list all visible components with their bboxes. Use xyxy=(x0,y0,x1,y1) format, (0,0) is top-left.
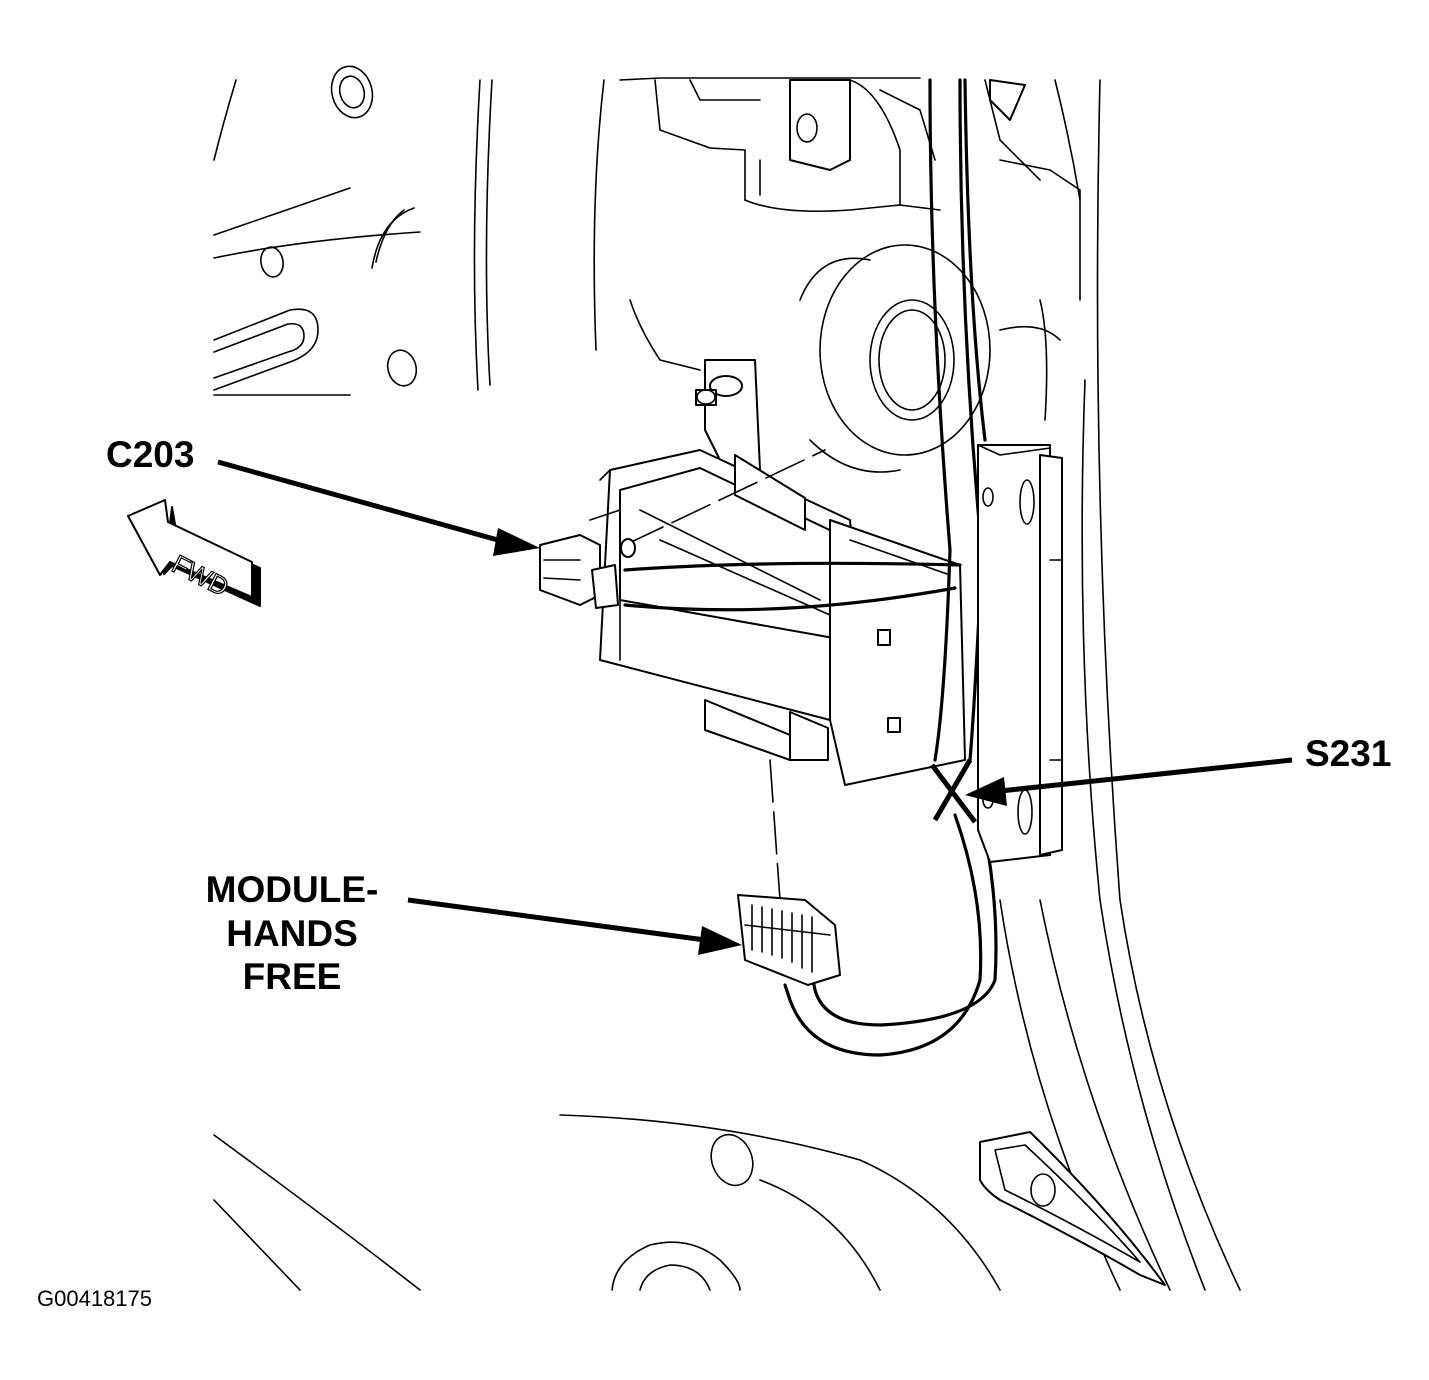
hands-free-module-housing xyxy=(589,359,966,901)
s231-splice-mark xyxy=(930,758,977,824)
harness-retainer-bracket xyxy=(977,444,1063,863)
forward-direction-arrow-icon: FWD xyxy=(127,499,261,607)
module-hands-free-label-line-1: MODULE- xyxy=(206,869,379,910)
hands-free-module-connector xyxy=(737,894,841,986)
module-hands-free-callout: MODULE- HANDS FREE xyxy=(206,869,742,997)
c203-callout: C203 xyxy=(106,434,540,556)
s231-callout: S231 xyxy=(965,733,1391,806)
figure-reference-id: G00418175 xyxy=(37,1286,152,1311)
s231-label: S231 xyxy=(1305,733,1391,774)
module-hands-free-label-line-3: FREE xyxy=(243,956,342,997)
body-panel-structure xyxy=(213,65,1241,1291)
c203-connector xyxy=(539,534,636,609)
c203-label: C203 xyxy=(106,434,194,475)
module-hands-free-label-line-2: HANDS xyxy=(226,913,358,954)
